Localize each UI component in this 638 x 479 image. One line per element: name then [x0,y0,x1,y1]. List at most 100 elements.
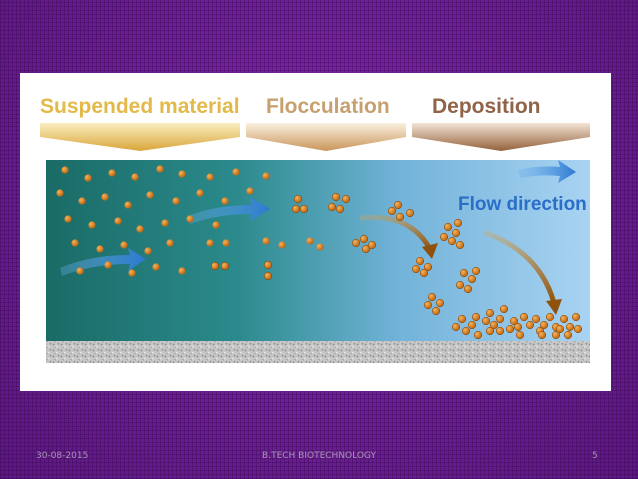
particle-suspended [221,197,229,205]
particle-floc [459,268,469,278]
stage-chevron-suspended [40,123,240,151]
particle-floc [453,218,463,228]
particle-floc [571,312,581,322]
particle-floc [473,330,483,340]
particle-floc [545,312,555,322]
particle-floc [513,322,523,332]
particle-floc [499,304,509,314]
particle-floc [555,324,565,334]
particle-floc [495,326,505,336]
particle-suspended [56,189,64,197]
particle-suspended [78,197,86,205]
deposition-arrow-2-head [546,299,562,315]
particle-suspended [71,239,79,247]
particle-suspended [172,197,180,205]
particle-suspended [178,170,186,178]
particle-suspended [246,187,254,195]
particle-floc [481,316,491,326]
particle-floc [405,208,415,218]
particle-floc [367,240,377,250]
particle-floc [335,204,345,214]
particle-floc [411,264,421,274]
particle-floc [291,204,301,214]
particle-floc [423,300,433,310]
particle-suspended [128,269,136,277]
particle-floc [525,320,535,330]
particle-floc [489,320,499,330]
sediment-bed [46,341,590,363]
particle-suspended [144,247,152,255]
deposition-arrow-1 [359,214,433,252]
particle-floc [573,324,583,334]
particle-floc [461,326,471,336]
particle-floc [565,322,575,332]
particle-floc [455,280,465,290]
particle-floc [463,284,473,294]
particle-floc [447,236,457,246]
particle-floc [393,200,403,210]
particle-suspended [186,215,194,223]
particle-floc [457,314,467,324]
particle-suspended [104,261,112,269]
particle-floc [471,312,481,322]
particle-suspended [262,172,270,180]
particle-suspended [166,239,174,247]
particle-floc [327,202,337,212]
particle-floc [387,206,397,216]
blue-arrow-2 [188,197,270,224]
particle-floc [395,212,405,222]
particle-floc [263,271,273,281]
particles [56,165,583,340]
particle-suspended [101,193,109,201]
particle-suspended [278,241,286,249]
particle-suspended [206,173,214,181]
particle-floc [220,261,230,271]
stage-chevron-flocculation [246,123,406,151]
particle-floc [495,314,505,324]
particle-suspended [88,221,96,229]
particle-floc [423,262,433,272]
deposition-arrow-1-head [422,243,438,259]
particle-floc [539,320,549,330]
particle-floc [551,330,561,340]
particle-suspended [262,237,270,245]
particle-floc [515,330,525,340]
particle-floc [485,326,495,336]
particle-suspended [196,189,204,197]
particle-floc [341,194,351,204]
particle-suspended [96,245,104,253]
particle-suspended [212,221,220,229]
particle-floc [439,232,449,242]
particle-floc [299,204,309,214]
particle-floc [263,260,273,270]
particle-floc [419,268,429,278]
flow-direction-label: Flow direction [458,194,587,215]
particle-suspended [152,263,160,271]
particle-suspended [61,166,69,174]
particle-floc [531,314,541,324]
particle-floc [451,322,461,332]
diagram-frame: Suspended material Flocculation Depositi… [20,73,611,391]
particle-floc [509,316,519,326]
particle-floc [505,324,515,334]
particle-suspended [206,239,214,247]
particle-floc [537,330,547,340]
particle-floc [467,274,477,284]
particle-floc [471,266,481,276]
particle-suspended [146,191,154,199]
particle-floc [443,222,453,232]
particle-suspended [222,239,230,247]
particle-floc [293,194,303,204]
stage-label-flocculation: Flocculation [266,95,390,118]
particle-suspended [114,217,122,225]
particle-floc [427,292,437,302]
particle-floc [451,228,461,238]
footer-title: B.TECH BIOTECHNOLOGY [262,451,376,461]
particle-floc [467,320,477,330]
particle-suspended [232,168,240,176]
blue-arrow-3 [518,160,576,183]
stage-label-suspended: Suspended material [40,95,240,118]
particle-suspended [306,237,314,245]
stage-chevron-deposition [412,123,590,151]
particle-floc [351,238,361,248]
